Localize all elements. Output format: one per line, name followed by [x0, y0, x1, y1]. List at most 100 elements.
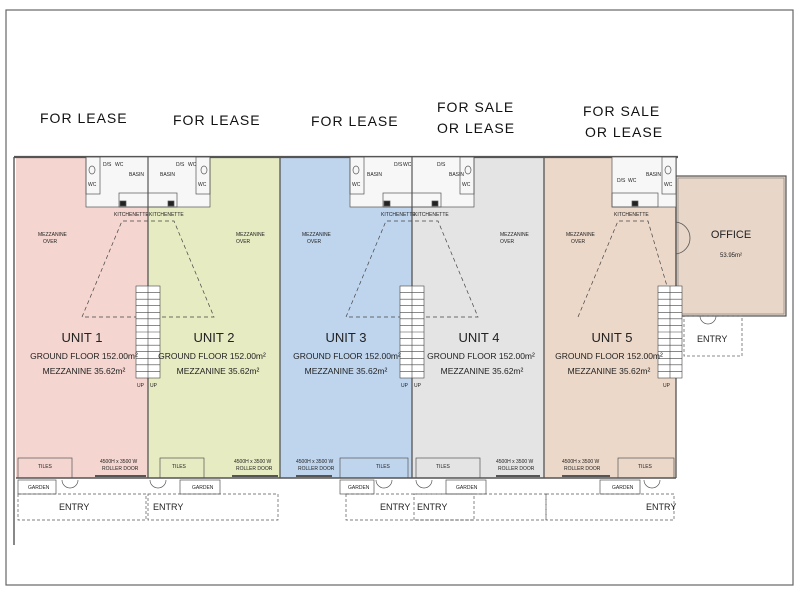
basin-label: BASIN: [367, 172, 382, 178]
status-headings: FOR LEASE FOR LEASE FOR LEASE FOR SALE O…: [40, 99, 663, 140]
roller-door-label: ROLLER DOOR: [498, 466, 535, 472]
unit-5-name: UNIT 5: [592, 330, 633, 345]
dis-label: D/S: [437, 162, 446, 168]
wc-label: WC: [628, 178, 637, 184]
office-door-swing: [675, 221, 691, 239]
over-label: OVER: [236, 239, 251, 245]
over-label: OVER: [500, 239, 515, 245]
up-label: UP: [401, 383, 409, 389]
mezzanine-label: MEZZANINE: [38, 232, 68, 238]
unit-2-ground: GROUND FLOOR 152.00m²: [158, 351, 266, 361]
unit-4-fill: [412, 158, 544, 478]
status-unit-3: FOR LEASE: [311, 113, 399, 129]
over-label: OVER: [307, 239, 322, 245]
basin-label: BASIN: [160, 172, 175, 178]
entry-label-unit-3: ENTRY: [380, 502, 410, 512]
stair-up-labels: UP UP UP UP UP: [137, 383, 671, 389]
tiles-label: TILES: [436, 464, 451, 470]
office-entry-label: ENTRY: [697, 334, 727, 344]
amenity-labels: D/S WC WC BASIN D/S WC WC BASIN KITCHENE…: [88, 162, 673, 218]
unit-2-fill: [148, 158, 280, 478]
roller-door-label: ROLLER DOOR: [298, 466, 335, 472]
mezzanine-label: MEZZANINE: [302, 232, 332, 238]
tiles-label: TILES: [38, 464, 53, 470]
unit-4-mezz: MEZZANINE 35.62m²: [441, 366, 524, 376]
roller-size-label: 4500H x 3500 W: [296, 459, 334, 465]
wc-label: WC: [664, 182, 673, 188]
entry-label-unit-4: ENTRY: [417, 502, 447, 512]
roller-size-label: 4500H x 3500 W: [100, 459, 138, 465]
unit-2-name: UNIT 2: [194, 330, 235, 345]
wc-label: WC: [115, 162, 124, 168]
page-frame: [5, 9, 794, 586]
over-label: OVER: [43, 239, 58, 245]
kitchenette-label: KITCHENETTE: [614, 212, 649, 218]
unit-4-ground: GROUND FLOOR 152.00m²: [427, 351, 535, 361]
wc-label: WC: [403, 162, 412, 168]
unit-1-fill: [16, 158, 148, 478]
status-unit-5-line2: OR LEASE: [585, 124, 663, 140]
roller-door-label: ROLLER DOOR: [102, 466, 139, 472]
unit-5-fill: [544, 158, 676, 478]
kitchenette-label: KITCHENETTE: [381, 212, 416, 218]
front-strip: [17, 457, 675, 479]
garden-label: GARDEN: [192, 485, 214, 491]
wc-label: WC: [188, 162, 197, 168]
roller-door-label: ROLLER DOOR: [236, 466, 273, 472]
up-label: UP: [137, 383, 145, 389]
roller-door-label: ROLLER DOOR: [564, 466, 601, 472]
garden-label: GARDEN: [456, 485, 478, 491]
mezzanine-label: MEZZANINE: [500, 232, 530, 238]
roller-size-label: 4500H x 3500 W: [562, 459, 600, 465]
status-unit-4-line2: OR LEASE: [437, 120, 515, 136]
up-label: UP: [150, 383, 158, 389]
kitchenette-label: KITCHENETTE: [414, 212, 449, 218]
mezzanine-label: MEZZANINE: [236, 232, 266, 238]
up-label: UP: [414, 383, 422, 389]
wc-label: WC: [352, 182, 361, 188]
wc-label: WC: [88, 182, 97, 188]
unit-fills: [16, 158, 676, 478]
dis-label: D/S: [394, 162, 403, 168]
status-unit-4-line1: FOR SALE: [437, 99, 514, 115]
dis-label: D/S: [103, 162, 112, 168]
entry-label-unit-5: ENTRY: [646, 502, 676, 512]
roller-size-label: 4500H x 3500 W: [234, 459, 272, 465]
office-title: OFFICE: [711, 229, 751, 241]
unit-1-mezz: MEZZANINE 35.62m²: [43, 366, 126, 376]
unit-3-mezz: MEZZANINE 35.62m²: [305, 366, 388, 376]
office-area: 53.95m²: [720, 253, 742, 259]
unit-1-name: UNIT 1: [62, 330, 103, 345]
entry-label-unit-1: ENTRY: [59, 502, 89, 512]
office-entry-outline: [683, 315, 743, 357]
tiles-label: TILES: [638, 464, 653, 470]
dis-label: D/S: [617, 178, 626, 184]
wc-label: WC: [462, 182, 471, 188]
over-label: OVER: [571, 239, 586, 245]
amenities: [85, 156, 677, 208]
status-unit-2: FOR LEASE: [173, 112, 261, 128]
mezzanine-label: MEZZANINE: [566, 232, 596, 238]
unit-2-mezz: MEZZANINE 35.62m²: [177, 366, 260, 376]
basin-label: BASIN: [129, 172, 144, 178]
office-fill: [675, 175, 787, 317]
unit-3-name: UNIT 3: [326, 330, 367, 345]
basin-label: BASIN: [449, 172, 464, 178]
unit-1-ground: GROUND FLOOR 152.00m²: [30, 351, 138, 361]
status-unit-1: FOR LEASE: [40, 110, 128, 126]
dis-label: D/S: [176, 162, 185, 168]
tiles-label: TILES: [172, 464, 187, 470]
up-label: UP: [663, 383, 671, 389]
garden-label: GARDEN: [28, 485, 50, 491]
unit-3-ground: GROUND FLOOR 152.00m²: [293, 351, 401, 361]
mezzanine-outlines: [81, 220, 677, 318]
unit-5-ground: GROUND FLOOR 152.00m²: [555, 351, 663, 361]
garden-entry-labels: GARDEN GARDEN GARDEN GARDEN GARDEN ENTRY…: [28, 485, 676, 512]
wc-label: WC: [198, 182, 207, 188]
unit-labels: UNIT 1 GROUND FLOOR 152.00m² MEZZANINE 3…: [30, 330, 663, 376]
roller-size-label: 4500H x 3500 W: [496, 459, 534, 465]
mezzanine-labels: MEZZANINE OVER MEZZANINE OVER MEZZANINE …: [38, 232, 596, 245]
status-unit-5-line1: FOR SALE: [583, 103, 660, 119]
kitchenette-label: KITCHENETTE: [114, 212, 149, 218]
